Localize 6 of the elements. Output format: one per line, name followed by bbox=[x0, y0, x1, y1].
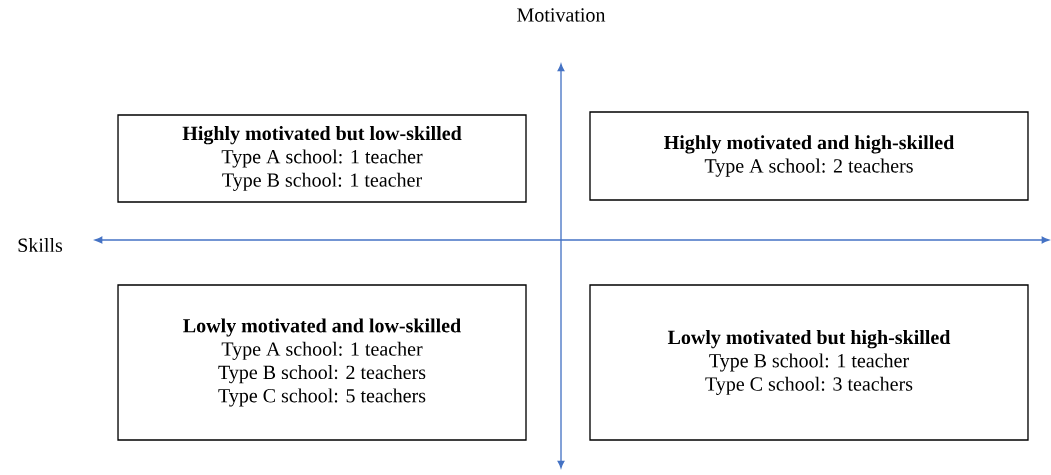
text-box: Lowly motivated and low-skilled Type A school: 1 teacher Type B school: 2 teachers Type C school: 5 teachers bbox=[117, 284, 527, 441]
text-box: Highly motivated but low-skilled Type A school: 1 teacher Type B school: 1 teacher bbox=[117, 114, 527, 203]
text-box: Lowly motivated but high-skilled Type B school: 1 teacher Type C school: 3 teachers bbox=[589, 284, 1029, 441]
axis-label: Skills bbox=[18, 237, 63, 252]
axis-label: Motivation bbox=[517, 8, 606, 22]
text-box: Highly motivated and high-skilled Type A school: 2 teachers bbox=[589, 111, 1029, 201]
